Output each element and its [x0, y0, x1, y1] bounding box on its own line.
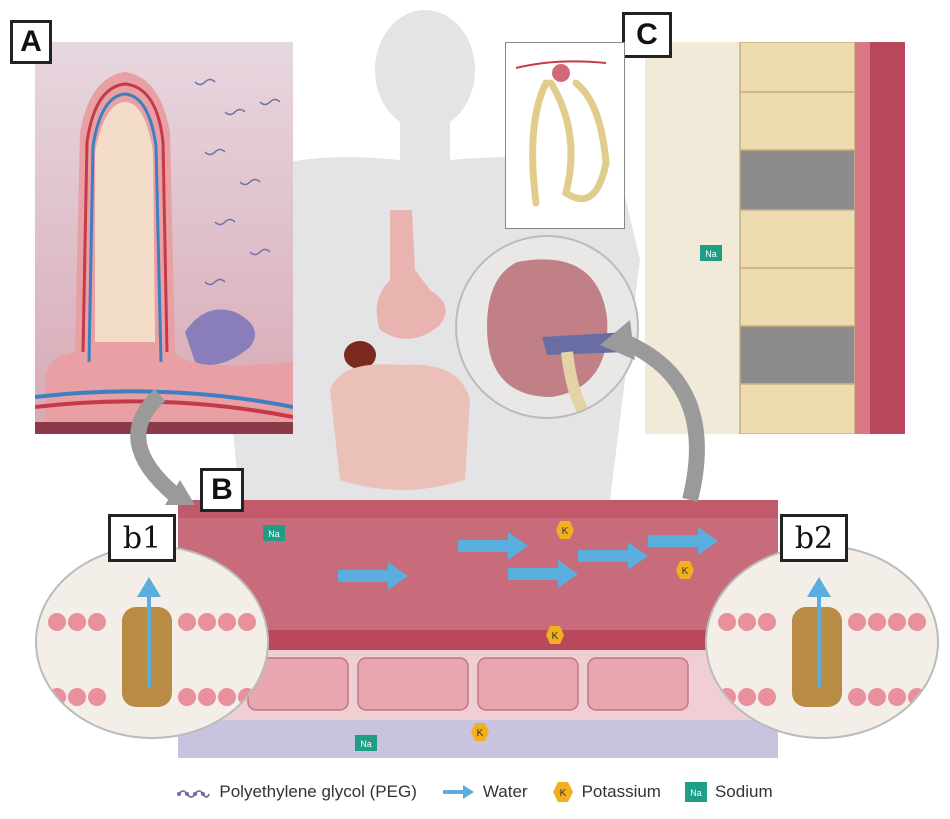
svg-text:K: K [682, 566, 689, 577]
legend-item-peg: Polyethylene glycol (PEG) [177, 782, 417, 802]
membrane-b1-illustration [48, 577, 256, 707]
panel-b2-label: b2 [780, 514, 848, 562]
svg-text:Na: Na [268, 529, 280, 539]
svg-text:K: K [477, 728, 484, 739]
panel-a-intestinal-villus [35, 42, 293, 434]
legend-item-water: Water [441, 782, 528, 802]
svg-text:K: K [559, 788, 566, 799]
svg-text:Na: Na [360, 739, 372, 749]
sodium-marker: Na [700, 245, 722, 261]
sodium-marker: Na [355, 735, 377, 751]
potassium-marker: K [556, 521, 574, 539]
potassium-marker: K [471, 723, 489, 741]
svg-text:Na: Na [690, 788, 702, 798]
legend-item-sodium: Na Sodium [684, 782, 773, 802]
nephron-inset [505, 42, 625, 229]
panel-b-label: B [200, 468, 244, 512]
panel-a-label: A [10, 20, 52, 64]
legend-label-peg: Polyethylene glycol (PEG) [219, 782, 417, 801]
water-arrow-icon [442, 785, 474, 799]
sodium-square-icon: Na [684, 782, 707, 802]
panel-b-blood-vessel [178, 500, 778, 758]
panel-b1-membrane-circle [35, 545, 269, 739]
legend: Polyethylene glycol (PEG) Water K Potass… [0, 772, 950, 812]
legend-item-potassium: K Potassium [552, 781, 661, 803]
potassium-marker: K [676, 561, 694, 579]
legend-label-potassium: Potassium [581, 782, 661, 801]
potassium-marker: K [546, 626, 564, 644]
nephron-illustration [515, 60, 610, 207]
villus-illustration [35, 72, 293, 434]
digestive-organs [330, 210, 470, 490]
svg-text:K: K [552, 631, 559, 642]
peg-chain-icon [177, 790, 211, 798]
panel-b1-label: b1 [108, 514, 176, 562]
panel-c-label: C [622, 12, 672, 58]
svg-text:Na: Na [705, 249, 717, 259]
panel-b2-membrane-circle [705, 545, 939, 739]
legend-label-sodium: Sodium [714, 782, 773, 801]
svg-text:K: K [562, 526, 569, 537]
potassium-hexagon-icon: K [552, 782, 573, 802]
legend-label-water: Water [482, 782, 528, 801]
sodium-marker: Na [263, 525, 285, 541]
